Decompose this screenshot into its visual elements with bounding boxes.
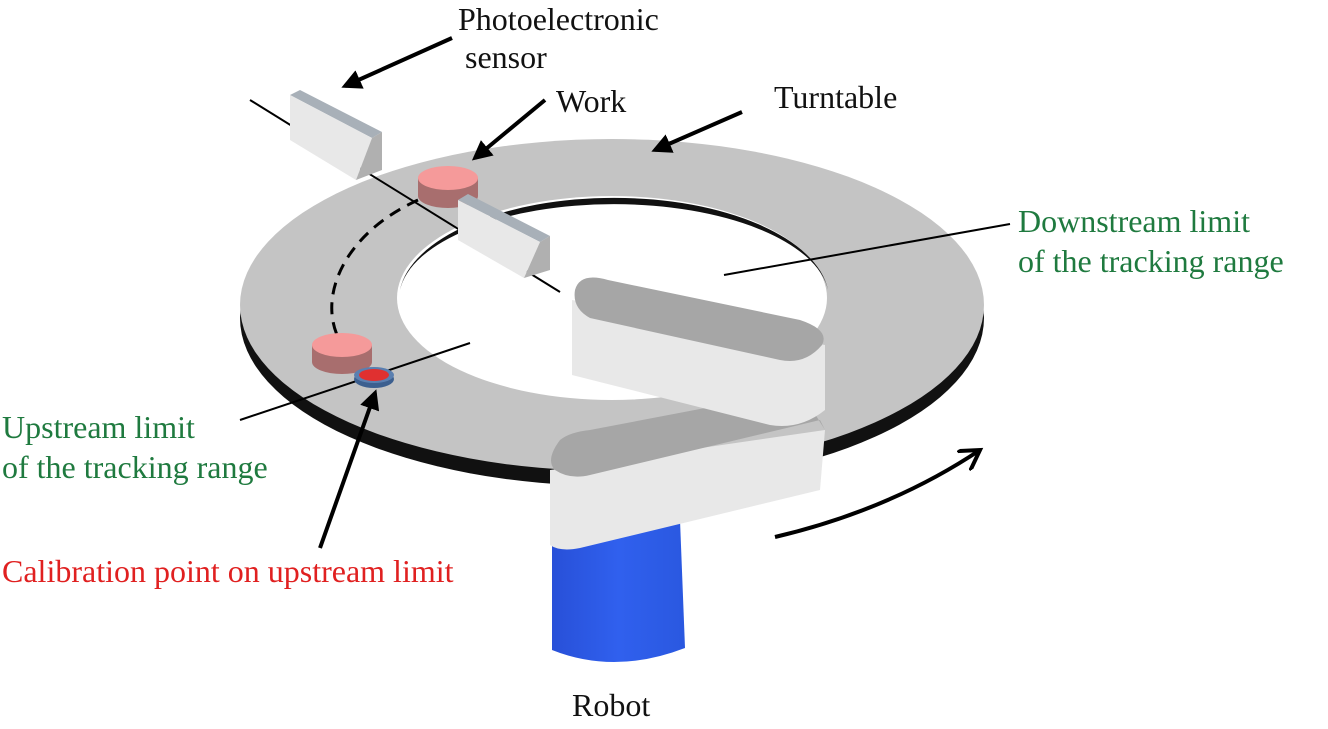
calibration-point bbox=[354, 367, 394, 388]
work-piece-bottom bbox=[312, 333, 372, 374]
work-arrow bbox=[471, 98, 547, 161]
photoelectronic-sensor-2 bbox=[458, 194, 550, 278]
label-downstream-line2: of the tracking range bbox=[1018, 243, 1284, 279]
label-robot: Robot bbox=[572, 687, 651, 723]
photoelectronic-sensor-1 bbox=[290, 90, 382, 180]
robot-upper-arm bbox=[572, 277, 825, 426]
label-upstream-line2: of the tracking range bbox=[2, 449, 268, 485]
downstream-limit-line bbox=[723, 223, 1011, 276]
label-calibration-point: Calibration point on upstream limit bbox=[2, 553, 454, 589]
label-turntable: Turntable bbox=[774, 79, 898, 115]
label-upstream-line1: Upstream limit bbox=[2, 409, 195, 445]
sensor-arrow bbox=[341, 36, 453, 89]
turntable-arrow bbox=[651, 110, 743, 153]
label-photoelectronic-sensor-line2: sensor bbox=[465, 39, 547, 75]
label-work: Work bbox=[556, 83, 627, 119]
label-photoelectronic-sensor-line1: Photoelectronic bbox=[458, 1, 659, 37]
rotation-direction-arrow bbox=[774, 450, 980, 539]
label-downstream-line1: Downstream limit bbox=[1018, 203, 1250, 239]
robot-base bbox=[552, 515, 685, 663]
calibration-arrow bbox=[318, 389, 380, 549]
